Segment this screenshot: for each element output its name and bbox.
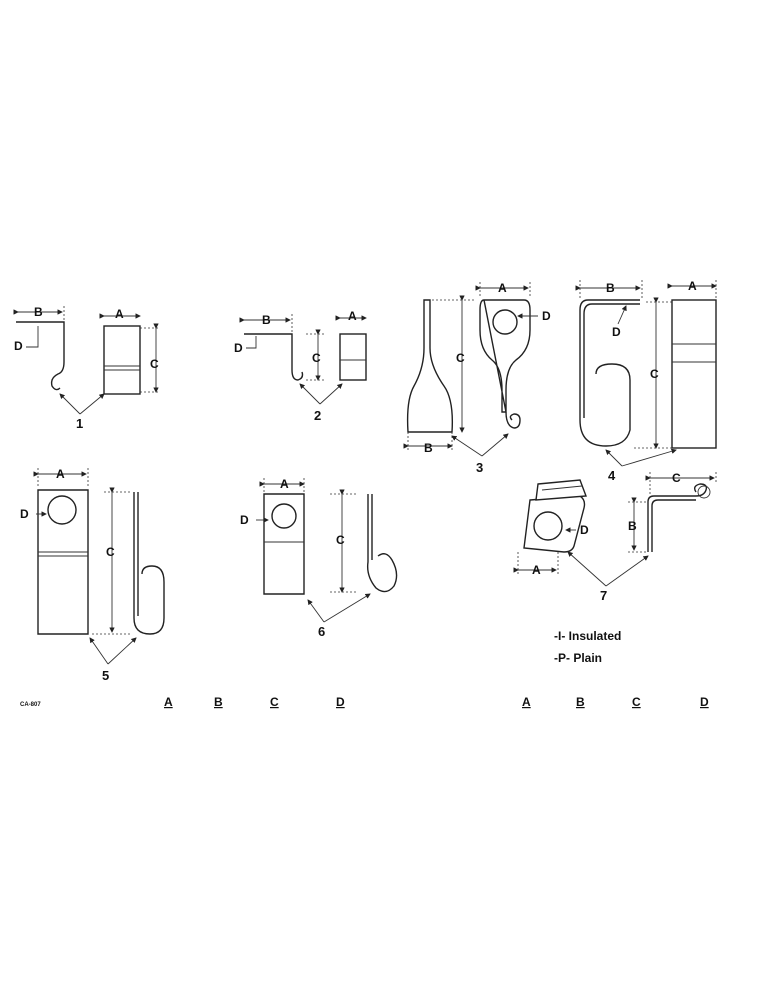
dim-label-c: C	[150, 357, 159, 371]
dim-label-c: C	[106, 545, 115, 559]
clip-7: D A B C 7	[513, 471, 717, 603]
header-d: D	[700, 695, 709, 709]
header-a: A	[164, 695, 173, 709]
dim-label-a: A	[498, 281, 507, 295]
header-a: A	[522, 695, 531, 709]
clip-3: B C A D 3	[403, 281, 551, 475]
callout-2: 2	[314, 408, 321, 423]
dim-label-c: C	[456, 351, 465, 365]
dim-label-d: D	[612, 325, 621, 339]
clip-6: A D C 6	[240, 477, 398, 639]
part-code: CA-807	[20, 702, 41, 708]
header-d: D	[336, 695, 345, 709]
dim-label-a: A	[532, 563, 541, 577]
callout-5: 5	[102, 668, 109, 683]
header-b: B	[214, 695, 223, 709]
dim-label-d: D	[20, 507, 29, 521]
dim-label-b: B	[606, 281, 615, 295]
dim-label-a: A	[280, 477, 289, 491]
table-headers-left: A B C D	[164, 695, 345, 709]
clip-2: B D C A 2	[234, 309, 367, 423]
dim-label-d: D	[14, 339, 23, 353]
dim-label-d: D	[234, 341, 243, 355]
callout-6: 6	[318, 624, 325, 639]
dim-label-d: D	[240, 513, 249, 527]
clip-5: A D C 5	[20, 467, 165, 683]
dim-label-b: B	[424, 441, 433, 455]
header-c: C	[270, 695, 279, 709]
legend-insulated: -I- Insulated	[554, 629, 621, 643]
callout-1: 1	[76, 416, 83, 431]
header-b: B	[576, 695, 585, 709]
callout-4: 4	[608, 468, 616, 483]
legend: -I- Insulated -P- Plain	[554, 629, 621, 665]
dim-label-b: B	[262, 313, 271, 327]
dim-label-a: A	[688, 279, 697, 293]
dim-label-a: A	[115, 307, 124, 321]
dim-label-d: D	[580, 523, 589, 537]
dim-label-a: A	[348, 309, 357, 323]
dim-label-c: C	[312, 351, 321, 365]
legend-plain: -P- Plain	[554, 651, 602, 665]
dim-label-b: B	[34, 305, 43, 319]
callout-7: 7	[600, 588, 607, 603]
dim-label-a: A	[56, 467, 65, 481]
dim-label-c: C	[672, 471, 681, 485]
header-c: C	[632, 695, 641, 709]
dim-label-b: B	[628, 519, 637, 533]
dim-label-c: C	[336, 533, 345, 547]
dim-label-d: D	[542, 309, 551, 323]
clip-4: B D C A 4	[575, 279, 717, 483]
table-headers-right: A B C D	[522, 695, 709, 709]
dim-label-c: C	[650, 367, 659, 381]
callout-3: 3	[476, 460, 483, 475]
clip-1: B D A C 1	[13, 305, 160, 431]
